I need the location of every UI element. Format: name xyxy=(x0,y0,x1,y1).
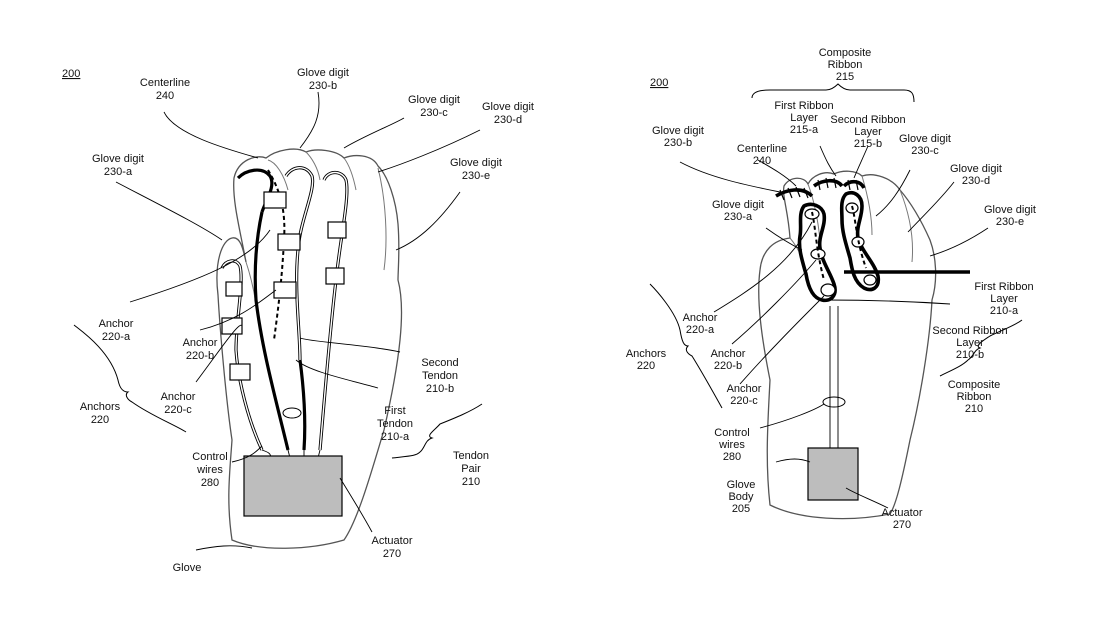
left-anchor-box xyxy=(225,281,243,297)
left-tendon-pair-bracket xyxy=(391,403,483,459)
right-composite-ribbon-top-bracket xyxy=(751,83,915,103)
left-anchor-box xyxy=(325,267,345,285)
right-control-wire xyxy=(822,306,846,450)
right-ribbons xyxy=(775,177,970,305)
right-leader-lines xyxy=(679,145,989,509)
left-figure: 200 xyxy=(62,67,534,574)
right-figure: 200 xyxy=(626,47,1036,531)
left-anchors xyxy=(221,191,347,381)
left-anchor-box xyxy=(263,191,287,209)
left-anchor-box xyxy=(277,233,301,251)
left-figure-ref: 200 xyxy=(62,68,80,80)
left-control-wires xyxy=(261,407,321,459)
right-composite-ribbon-side-bracket xyxy=(939,319,1023,377)
right-ribbon-finger-2 xyxy=(839,190,881,292)
right-ribbon-finger-1 xyxy=(797,202,837,303)
left-anchor-box xyxy=(229,363,251,381)
right-anchors-bracket xyxy=(649,283,723,409)
left-glove-outline xyxy=(216,148,403,549)
left-anchor-box xyxy=(327,221,347,239)
right-figure-ref: 200 xyxy=(650,77,668,89)
right-actuator xyxy=(807,447,859,501)
left-digit-guides xyxy=(220,166,349,451)
label-glove: Glove xyxy=(173,562,202,574)
left-anchors-bracket xyxy=(73,324,187,433)
left-actuator xyxy=(243,455,343,517)
left-anchor-box xyxy=(273,281,297,299)
right-glove-outline xyxy=(758,170,937,520)
left-leader-lines xyxy=(115,91,481,551)
